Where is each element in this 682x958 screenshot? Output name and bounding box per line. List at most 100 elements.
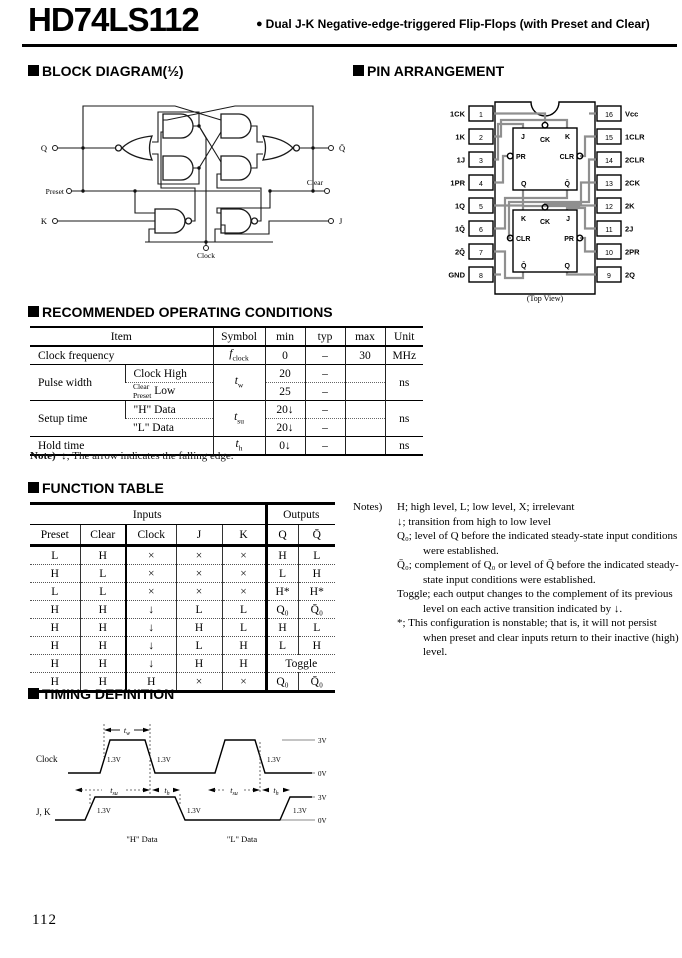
symbol-sub: h (238, 443, 243, 453)
k-label: K (41, 216, 48, 226)
pin-number: 12 (605, 204, 613, 211)
threshold-label: 1.3V (187, 807, 201, 815)
oc-max-empty (344, 382, 386, 401)
pin-number: 5 (479, 204, 483, 211)
j-terminal (328, 218, 334, 224)
preset-terminal (66, 188, 72, 194)
ft-cell: × (221, 672, 267, 692)
ft-cell: L (297, 618, 336, 637)
ft-cell: L (175, 600, 222, 619)
jk-waveform (55, 796, 312, 821)
pin-number: 2 (479, 135, 483, 142)
pin-label: 2Q (625, 271, 635, 280)
oc-condition: "H" Data (124, 400, 214, 419)
oc-condition: Clock High (124, 364, 214, 383)
ft-cell: H (30, 654, 80, 673)
oc-unit: ns (384, 400, 424, 437)
oc-row-clock-frequency: Clock frequency fclock 0 – 30 MHz (30, 346, 424, 365)
ft-outputs-header: Outputs (264, 503, 336, 525)
oc-typ: – (304, 436, 346, 455)
clock-terminal (203, 245, 209, 251)
pin-routing-wires (493, 112, 597, 280)
ft-cell: ↓ (125, 636, 176, 655)
section-timing-definition: TIMING DEFINITION (28, 686, 174, 702)
qbar-label: Q̄ (339, 143, 345, 153)
oc-header-min: min (264, 327, 306, 347)
block-diagram: Q Q̄ Preset Clear K J Clock (41, 105, 345, 260)
ft-cell: L (175, 636, 222, 655)
q-terminal (52, 145, 58, 151)
oc-min: 0↓ (264, 436, 306, 455)
ft-cell: H (30, 636, 80, 655)
oc-typ: – (304, 346, 346, 365)
oc-item: Clock frequency (38, 349, 115, 362)
ff2-pr-label: PR (564, 236, 574, 243)
note-line: *; This configuration is nonstable; that… (397, 617, 679, 659)
ft-cell: L (264, 636, 299, 655)
ft-col-q: Q (264, 524, 299, 547)
pin-label: 2CK (625, 179, 641, 188)
ft-cell: H* (297, 582, 336, 601)
ft-cell: × (125, 564, 176, 583)
note-line: Toggle; each output changes to the compl… (397, 588, 673, 615)
page-subtitle-row: ●Dual J-K Negative-edge-triggered Flip-F… (256, 17, 650, 31)
symbol-base: t (234, 375, 238, 388)
ff1-j-label: J (521, 134, 525, 141)
page-number: 112 (32, 912, 57, 928)
ft-cell: × (175, 582, 222, 601)
section-pin-arrangement: PIN ARRANGEMENT (353, 63, 504, 79)
jk-3v-label: 3V (318, 794, 327, 802)
ft-cell: ↓ (125, 600, 176, 619)
threshold-label: 1.3V (97, 807, 111, 815)
tw-annotation: tw (104, 726, 150, 737)
ft-cell: H (79, 654, 126, 673)
oc-min: 20 (264, 364, 306, 383)
ff2-qbar-label: Q̄ (521, 261, 527, 270)
oc-max-empty (344, 364, 386, 383)
pin-label: 2CLR (625, 156, 645, 165)
oc-max-empty (344, 436, 386, 455)
ft-col-qbar: Q̄ (297, 524, 336, 547)
oc-note-label: Note) (30, 450, 56, 462)
ft-cell: × (125, 545, 176, 565)
ft-cell: Q̄₀ (297, 672, 336, 692)
oc-symbol: tw (212, 364, 266, 401)
ft-col-clear: Clear (79, 524, 126, 547)
svg-text:tw: tw (124, 726, 130, 737)
symbol-sub: su (237, 416, 244, 426)
jk-0v-label: 0V (318, 817, 327, 825)
ft-cell: L (264, 564, 299, 583)
nand-gate-j (220, 208, 259, 234)
and-gate-2 (162, 155, 194, 181)
oc-row-setup-2: "L" Data 20↓ – (30, 418, 423, 437)
ft-col-clock: Clock (125, 524, 176, 547)
ft-cell: × (175, 672, 222, 692)
oc-symbol: tsu (212, 400, 266, 437)
oc-row-pulse-width-1: Pulse width Clock High tw 20 – ns (30, 364, 424, 401)
pin-label: 1PR (450, 179, 465, 188)
ft-cell: H (175, 618, 222, 637)
block-diagram-wires (57, 105, 329, 246)
oc-condition: "L" Data (125, 418, 214, 437)
tsu-th-annotation-2: tsu th (208, 786, 290, 797)
oc-max-empty (344, 418, 386, 437)
output-nor-gate-left (114, 135, 154, 161)
ft-cell: H (175, 654, 222, 673)
ft-cell: ↓ (125, 654, 176, 673)
preset-label: Preset (46, 187, 65, 196)
threshold-label: 1.3V (107, 756, 121, 764)
ft-cell: H (297, 636, 336, 655)
ft-cell: × (221, 545, 267, 565)
ft-cell: L (30, 582, 80, 601)
oc-min: 20↓ (264, 400, 306, 419)
ff1-q-label: Q (521, 181, 527, 188)
oc-header-row: Item Symbol min typ max Unit (30, 327, 424, 347)
pin-label: 1Q̄ (455, 225, 465, 234)
pin-label: 1CLR (625, 133, 645, 142)
